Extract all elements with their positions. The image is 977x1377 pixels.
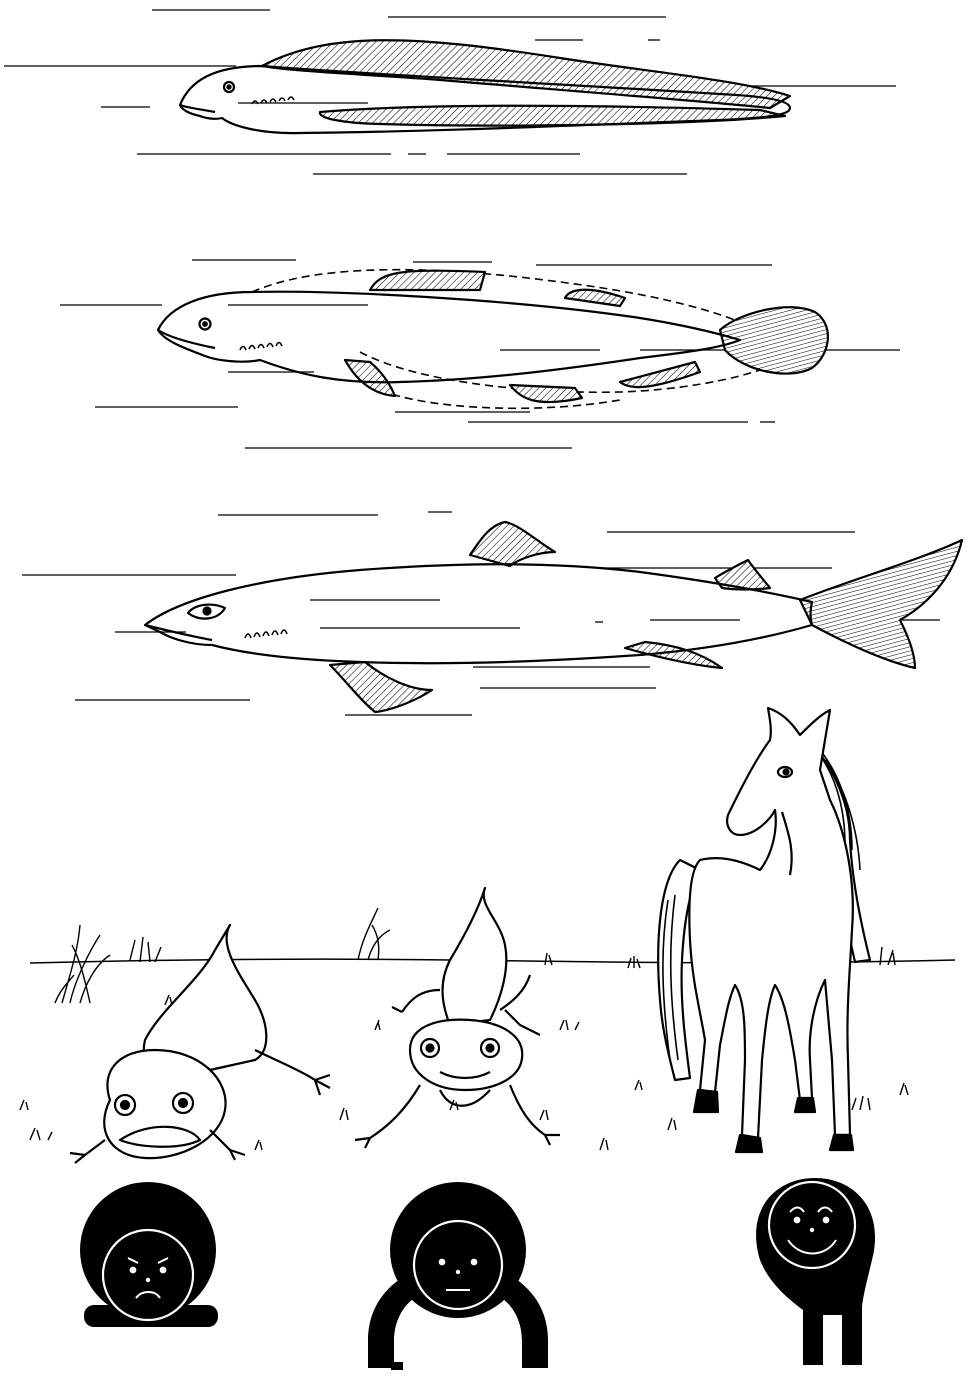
shark-icon (145, 522, 962, 712)
eel-fish-icon (180, 40, 790, 133)
horse-icon (658, 708, 870, 1152)
fish-with-fins-icon (158, 270, 828, 409)
smiling-legged-figure (756, 1178, 875, 1365)
arch-figure (368, 1182, 548, 1370)
frowning-ball-figure (80, 1182, 218, 1327)
